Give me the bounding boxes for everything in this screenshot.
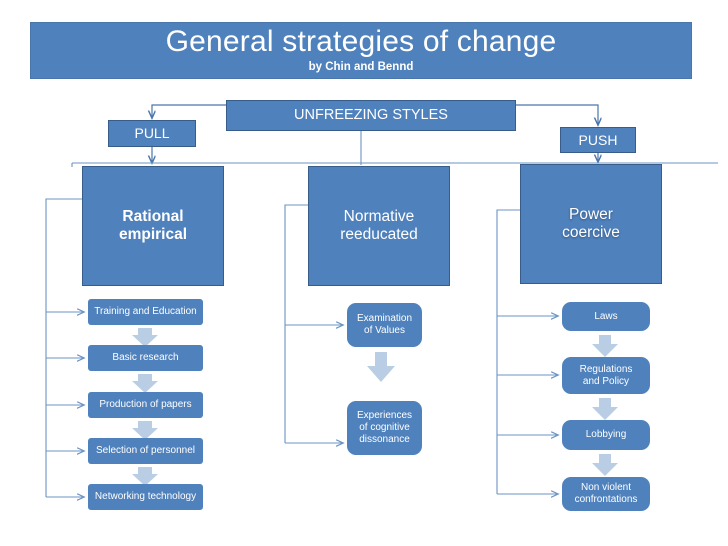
- list-item[interactable]: Networking technology: [88, 484, 203, 510]
- item-label: Laws: [594, 310, 618, 322]
- list-item[interactable]: Examination of Values: [347, 303, 422, 347]
- item-label-line2: of Values: [364, 325, 405, 336]
- category-rational-empirical[interactable]: Rational empirical: [82, 166, 224, 286]
- category-label-line2: coercive: [562, 224, 620, 241]
- item-label: Production of papers: [99, 399, 192, 411]
- list-item[interactable]: Production of papers: [88, 392, 203, 418]
- category-label-line1: Normative: [343, 207, 415, 225]
- category-power-coercive[interactable]: Power coercive: [520, 164, 662, 284]
- category-label-line2: empirical: [118, 226, 188, 243]
- item-label: Selection of personnel: [96, 445, 195, 457]
- item-label-line3: dissonance: [359, 433, 410, 445]
- item-label-line1: Regulations: [579, 363, 633, 375]
- page-title: General strategies of change: [165, 25, 557, 58]
- pull-box[interactable]: PULL: [108, 120, 196, 147]
- item-label: Networking technology: [94, 491, 197, 503]
- category-label-line2: reeducated: [340, 226, 418, 243]
- category-label-line1: Power: [569, 205, 613, 223]
- list-item[interactable]: Training and Education: [88, 299, 203, 325]
- item-label: Basic research: [112, 352, 179, 364]
- category-label-line1: Rational: [122, 207, 184, 225]
- list-item[interactable]: Regulations and Policy: [562, 357, 650, 394]
- list-item[interactable]: Laws: [562, 302, 650, 331]
- page-subtitle: by Chin and Bennd: [308, 61, 414, 74]
- item-label: Lobbying: [585, 429, 627, 441]
- item-label: Training and Education: [94, 306, 197, 318]
- push-label: PUSH: [578, 131, 618, 148]
- page-title-box: General strategies of change by Chin and…: [30, 22, 692, 79]
- category-normative-reeducated[interactable]: Normative reeducated: [308, 166, 450, 286]
- unfreezing-styles-label: UNFREEZING STYLES: [294, 106, 448, 123]
- pull-label: PULL: [134, 125, 170, 142]
- unfreezing-styles-box[interactable]: UNFREEZING STYLES: [226, 100, 516, 131]
- list-item[interactable]: Non violent confrontations: [562, 477, 650, 511]
- item-label-line2: of cognitive: [359, 422, 410, 434]
- item-label-line1: Experiences: [356, 410, 413, 422]
- item-label-line2: and Policy: [582, 375, 630, 387]
- item-label-line2: confrontations: [574, 494, 638, 505]
- list-item[interactable]: Experiences of cognitive dissonance: [347, 401, 422, 455]
- item-label-line1: Examination: [356, 313, 413, 325]
- push-box[interactable]: PUSH: [560, 127, 636, 153]
- list-item[interactable]: Lobbying: [562, 420, 650, 450]
- item-label-line1: Non violent: [580, 482, 631, 494]
- list-item[interactable]: Basic research: [88, 345, 203, 371]
- list-item[interactable]: Selection of personnel: [88, 438, 203, 464]
